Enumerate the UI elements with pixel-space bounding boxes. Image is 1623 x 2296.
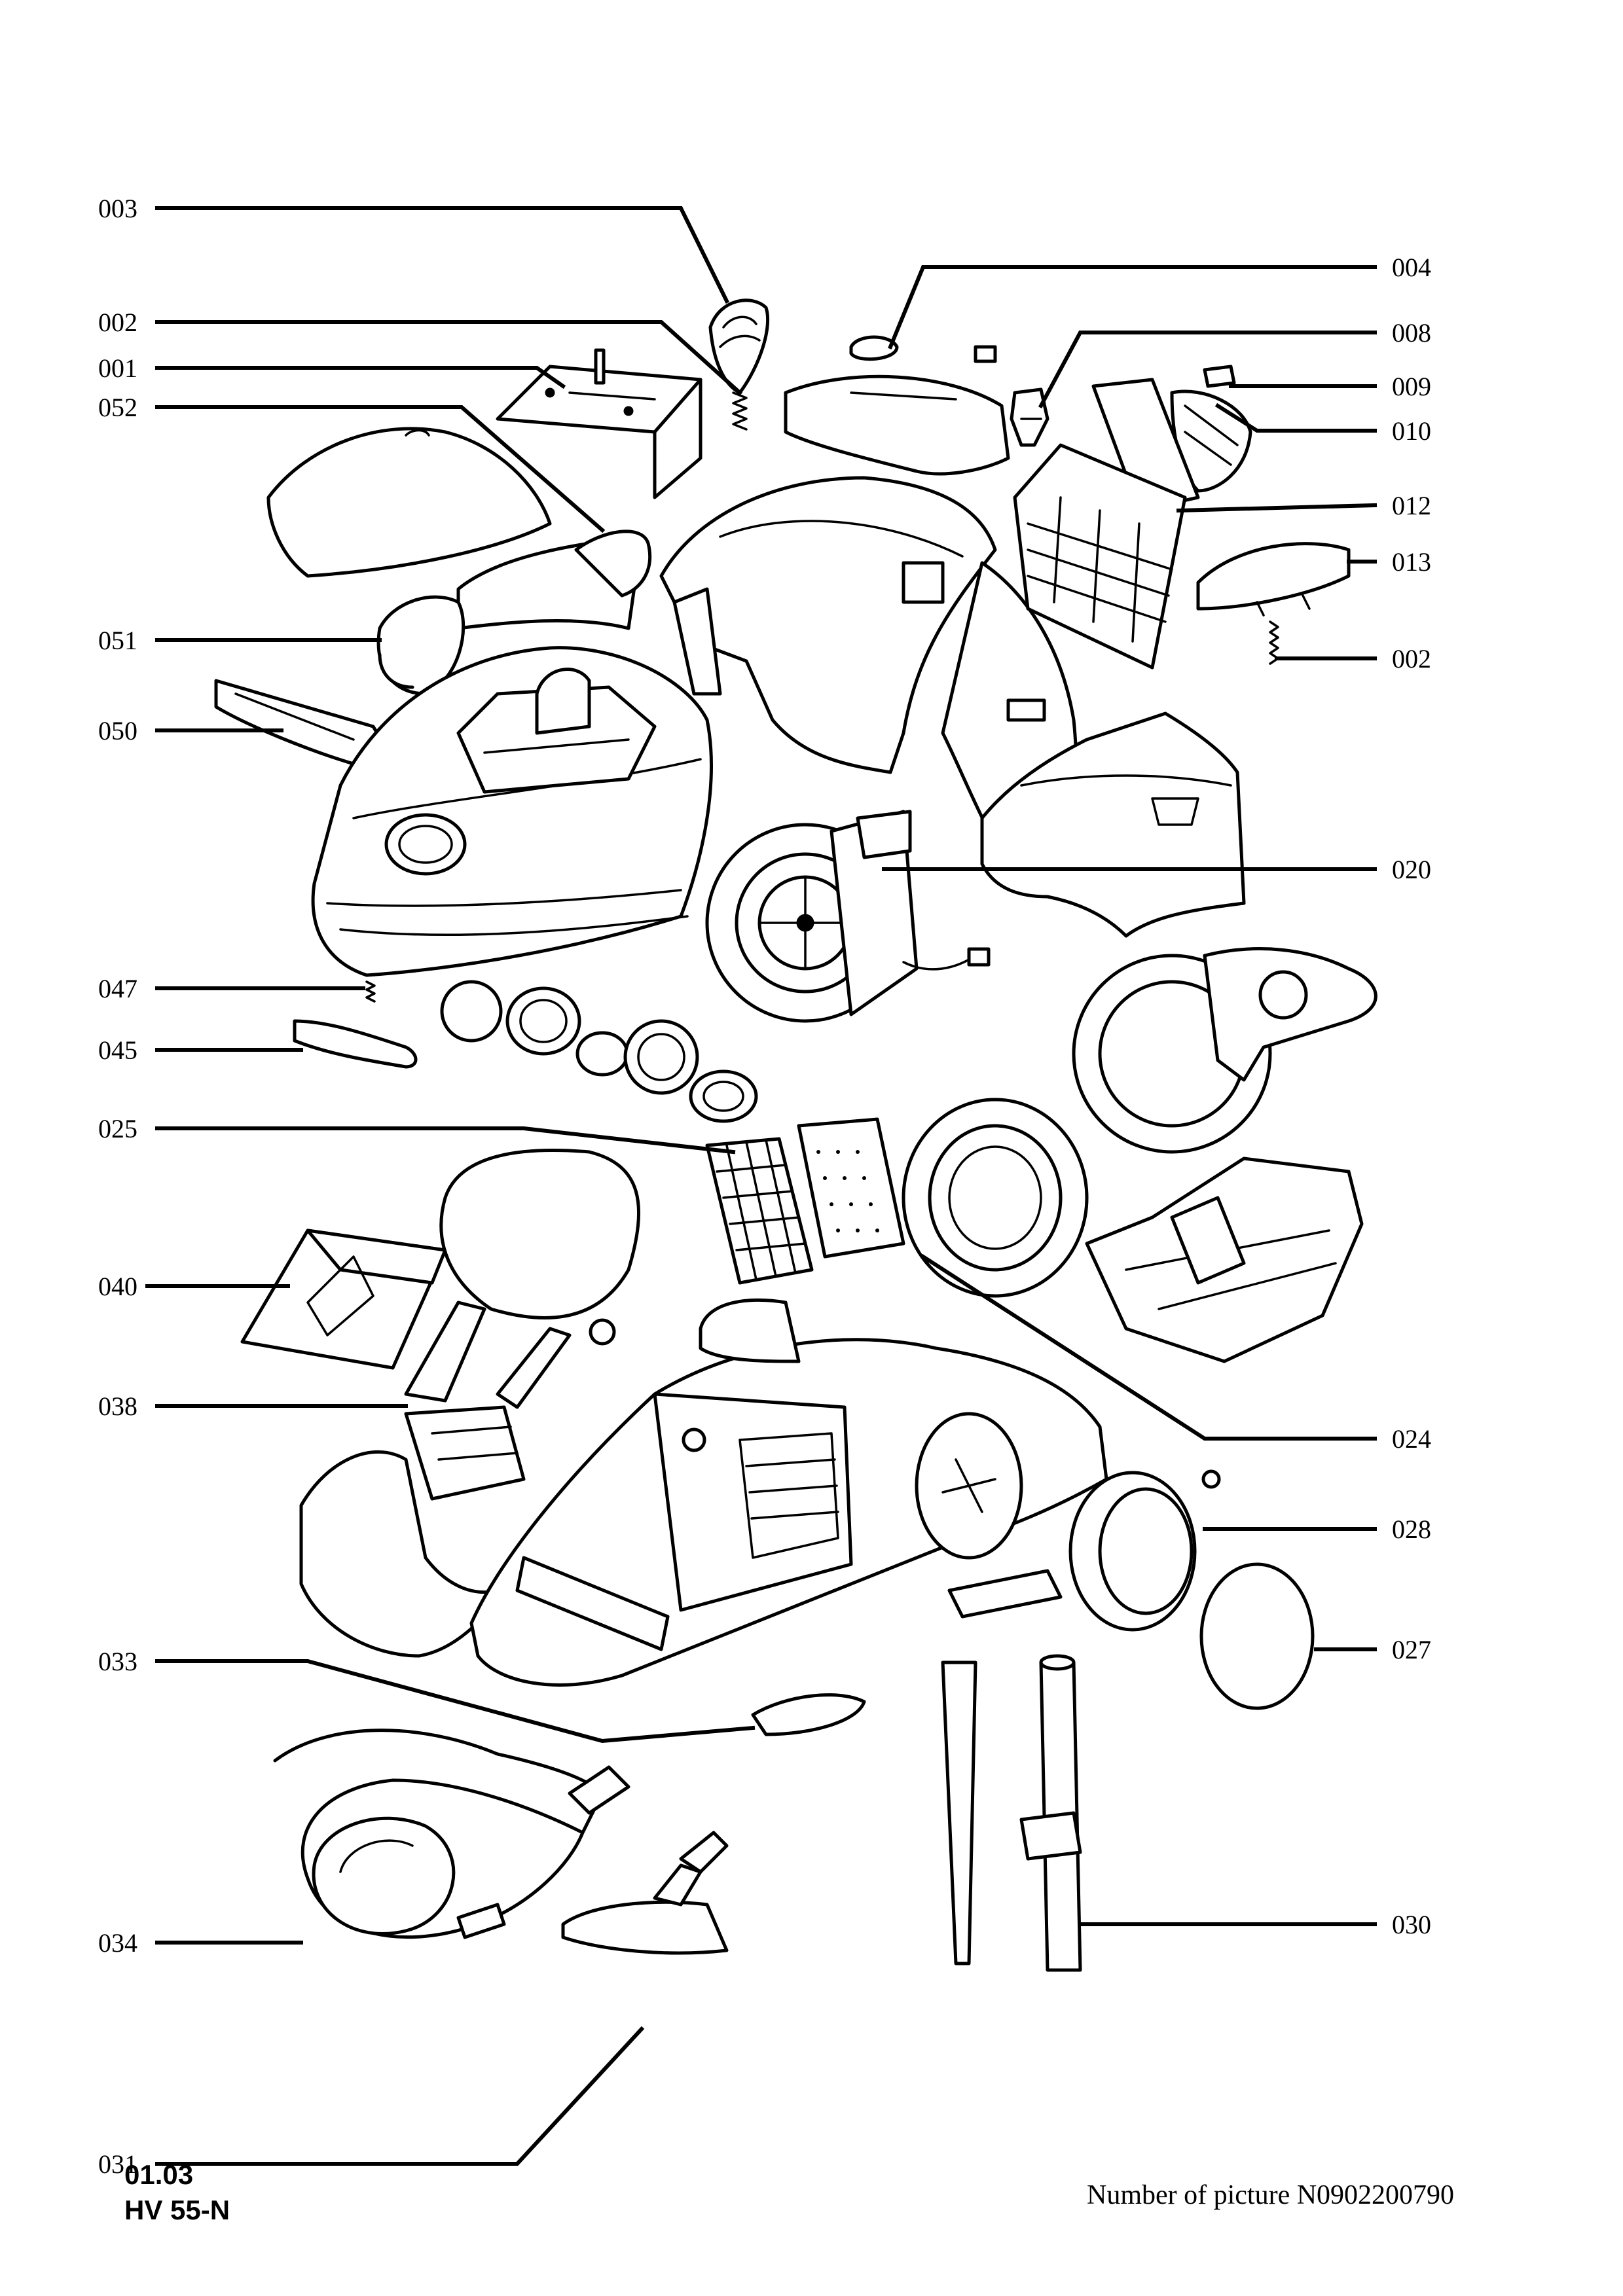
part-008-switch (1010, 387, 1049, 447)
callout-012: 012 (1392, 491, 1431, 520)
callout-004: 004 (1392, 253, 1431, 282)
callout-020: 020 (1392, 855, 1431, 884)
callout-024: 024 (1392, 1424, 1431, 1454)
callout-008: 008 (1392, 318, 1431, 348)
part-040-dust-bag (240, 1229, 447, 1370)
footer-model: HV 55-N (124, 2195, 230, 2225)
callout-034: 034 (98, 1928, 137, 1958)
part-024-filter-pad (797, 1117, 905, 1259)
callout-labels: 003 002 001 052 051 050 047 045 025 040 … (98, 194, 1431, 2179)
part-050-handle-strip (214, 679, 382, 768)
part-rear-shell (659, 374, 1078, 866)
part-filter-rings (440, 980, 758, 1123)
callout-002-right: 002 (1392, 644, 1431, 673)
part-bag-window (439, 1149, 640, 1319)
callout-047: 047 (98, 974, 137, 1003)
callout-001: 001 (98, 353, 137, 383)
footer-date: 01.03 (124, 2159, 194, 2190)
footer-revision-block: 01.03 HV 55-N (124, 2157, 230, 2228)
part-012-grilles (1013, 378, 1200, 670)
callout-031: 031 (98, 2149, 137, 2179)
callout-030: 030 (1392, 1910, 1431, 1939)
callout-033: 033 (98, 1647, 137, 1676)
part-001-bracket (496, 348, 702, 499)
callout-038: 038 (98, 1391, 137, 1421)
part-013-flap (1196, 542, 1351, 617)
part-rubber-ring (902, 1098, 1089, 1298)
part-020-motor-unit (705, 810, 991, 1023)
callout-010: 010 (1392, 416, 1431, 446)
part-003-handle-clip (708, 298, 770, 395)
part-027-disc (1199, 1562, 1315, 1710)
callout-013: 013 (1392, 547, 1431, 577)
leader-lines (145, 206, 1377, 2166)
part-025-grid-filter (705, 1137, 814, 1285)
part-002-spring (732, 391, 748, 431)
callout-040: 040 (98, 1272, 137, 1301)
part-dust-box (1085, 1157, 1364, 1363)
callout-009: 009 (1392, 372, 1431, 401)
callout-003-left: 003 (98, 194, 137, 223)
part-031-floor-nozzle (561, 1831, 729, 1955)
part-front-shell (311, 646, 713, 977)
callout-052: 052 (98, 393, 137, 422)
parts-drawing (214, 298, 1377, 1972)
callout-027: 027 (1392, 1635, 1431, 1664)
part-foam-block (947, 1569, 1063, 1619)
footer-picture-number: Number of picture N0902200790 (1087, 2180, 1455, 2210)
callout-025: 025 (98, 1114, 137, 1143)
part-motor-housing (1072, 947, 1377, 1154)
part-bottom-body (299, 1298, 1108, 1687)
part-033-latch (751, 1693, 866, 1736)
part-052-lid-cover (266, 427, 552, 578)
part-034-hose (273, 1729, 630, 1939)
part-004-knob (849, 335, 997, 363)
callout-051: 051 (98, 626, 137, 655)
part-028-ring (1068, 1469, 1221, 1632)
callout-002-left: 002 (98, 308, 137, 337)
callout-028: 028 (1392, 1515, 1431, 1544)
callout-050: 050 (98, 716, 137, 745)
callout-045: 045 (98, 1035, 137, 1065)
part-motor-cover (980, 711, 1246, 938)
part-038-bag-holder (404, 1300, 572, 1501)
part-047-045-clip (293, 980, 418, 1069)
part-030-tubes (941, 1654, 1082, 1972)
part-051-lid-frame (376, 529, 652, 696)
